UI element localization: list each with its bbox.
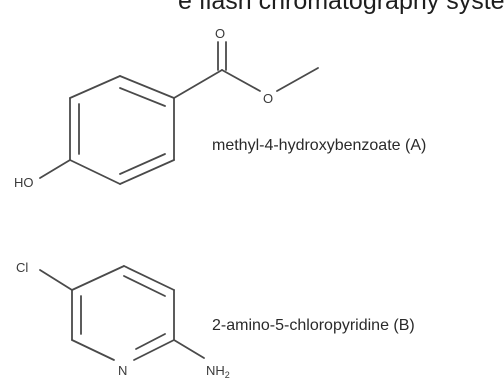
compound-b-pyridine-ring — [71, 265, 175, 361]
compound-b-structure: Cl N NH2 2-amino-5-chloropyridine (B) — [16, 260, 415, 380]
amine-label: NH2 — [206, 363, 230, 380]
compound-a-benzene-ring — [69, 75, 175, 185]
chlorine-label: Cl — [16, 260, 28, 275]
compound-a-name: methyl-4-hydroxybenzoate (A) — [212, 137, 426, 154]
carbonyl-oxygen-label: O — [215, 26, 225, 41]
ester-oxygen-label: O — [263, 91, 273, 106]
compound-a-hydroxyl-bond — [39, 159, 71, 179]
compound-a-structure: O O HO methyl-4-hydroxybenzoate (A) — [14, 26, 426, 190]
compound-b-amine-bond — [173, 339, 205, 359]
compound-b-name: 2-amino-5-chloropyridine (B) — [212, 317, 415, 334]
compound-b-chlorine-bond — [39, 269, 73, 291]
cropped-header-text: e flash chromatography system. The s — [178, 0, 504, 15]
compound-a-ester-group — [173, 41, 319, 99]
hydroxyl-label: HO — [14, 175, 34, 190]
pyridine-nitrogen-label: N — [118, 363, 127, 378]
